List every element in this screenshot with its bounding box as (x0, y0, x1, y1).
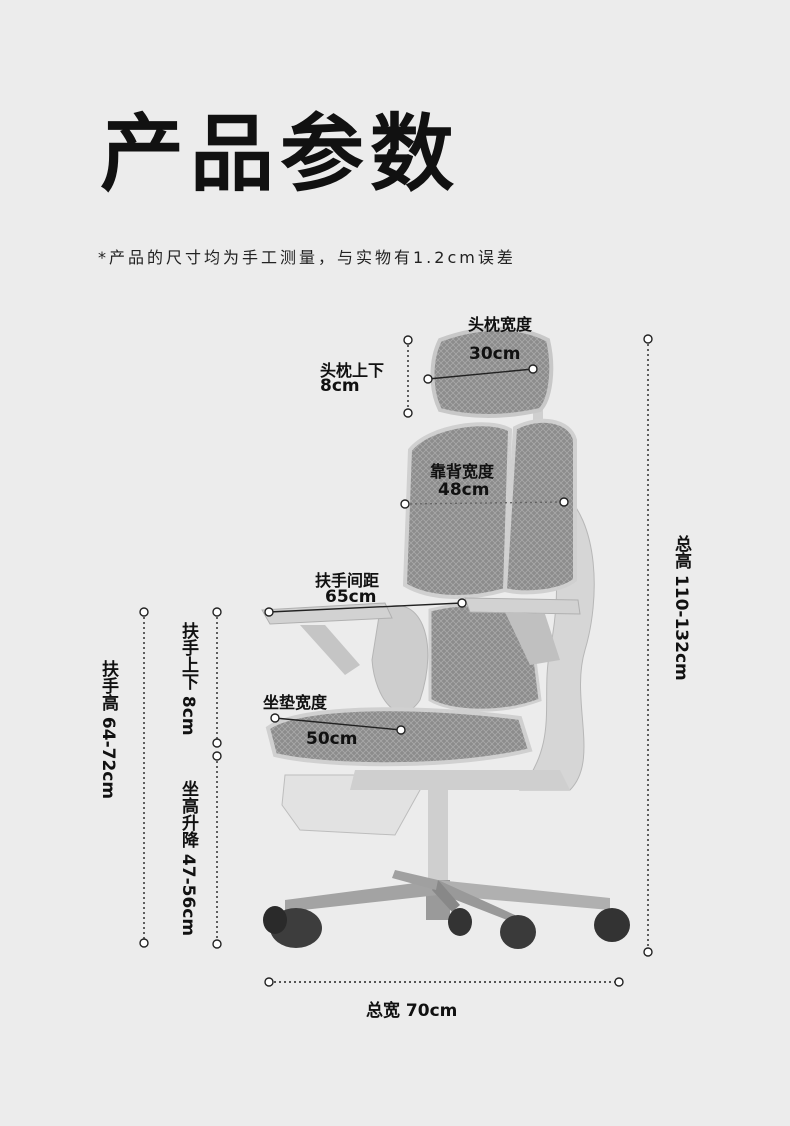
headrest-lift-label: 头枕上下 (320, 361, 385, 380)
headrest-width-label: 头枕宽度 (468, 315, 533, 334)
lumbar-pad (371, 605, 429, 713)
chair-base (263, 790, 630, 949)
measurement-note: *产品的尺寸均为手工测量，与实物有1.2cm误差 (98, 248, 516, 267)
seat-lift-label: 坐高升降 47-56cm (178, 780, 198, 937)
armrest-spacing-label: 扶手间距 (315, 571, 380, 590)
total-height-label: 总高 110-132cm (671, 535, 691, 681)
backrest-width-label: 靠背宽度 (430, 462, 495, 481)
page-title: 产品参数 (100, 105, 461, 203)
armrest-spacing-value: 65cm (325, 587, 377, 607)
armrest-lift-label: 扶手上下 8cm (178, 622, 198, 736)
headrest-lift-value: 8cm (320, 376, 360, 396)
backrest (402, 418, 577, 712)
dimension-lines (139, 334, 653, 987)
headrest-width-value: 30cm (469, 344, 521, 364)
seat-width-value: 50cm (306, 729, 358, 749)
total-width-label: 总宽 70cm (366, 1001, 458, 1021)
armrests (261, 597, 581, 675)
backrest-width-value: 48cm (438, 480, 490, 500)
armrest-height-label: 扶手高 64-72cm (98, 660, 118, 800)
seat-width-label: 坐垫宽度 (263, 693, 328, 712)
